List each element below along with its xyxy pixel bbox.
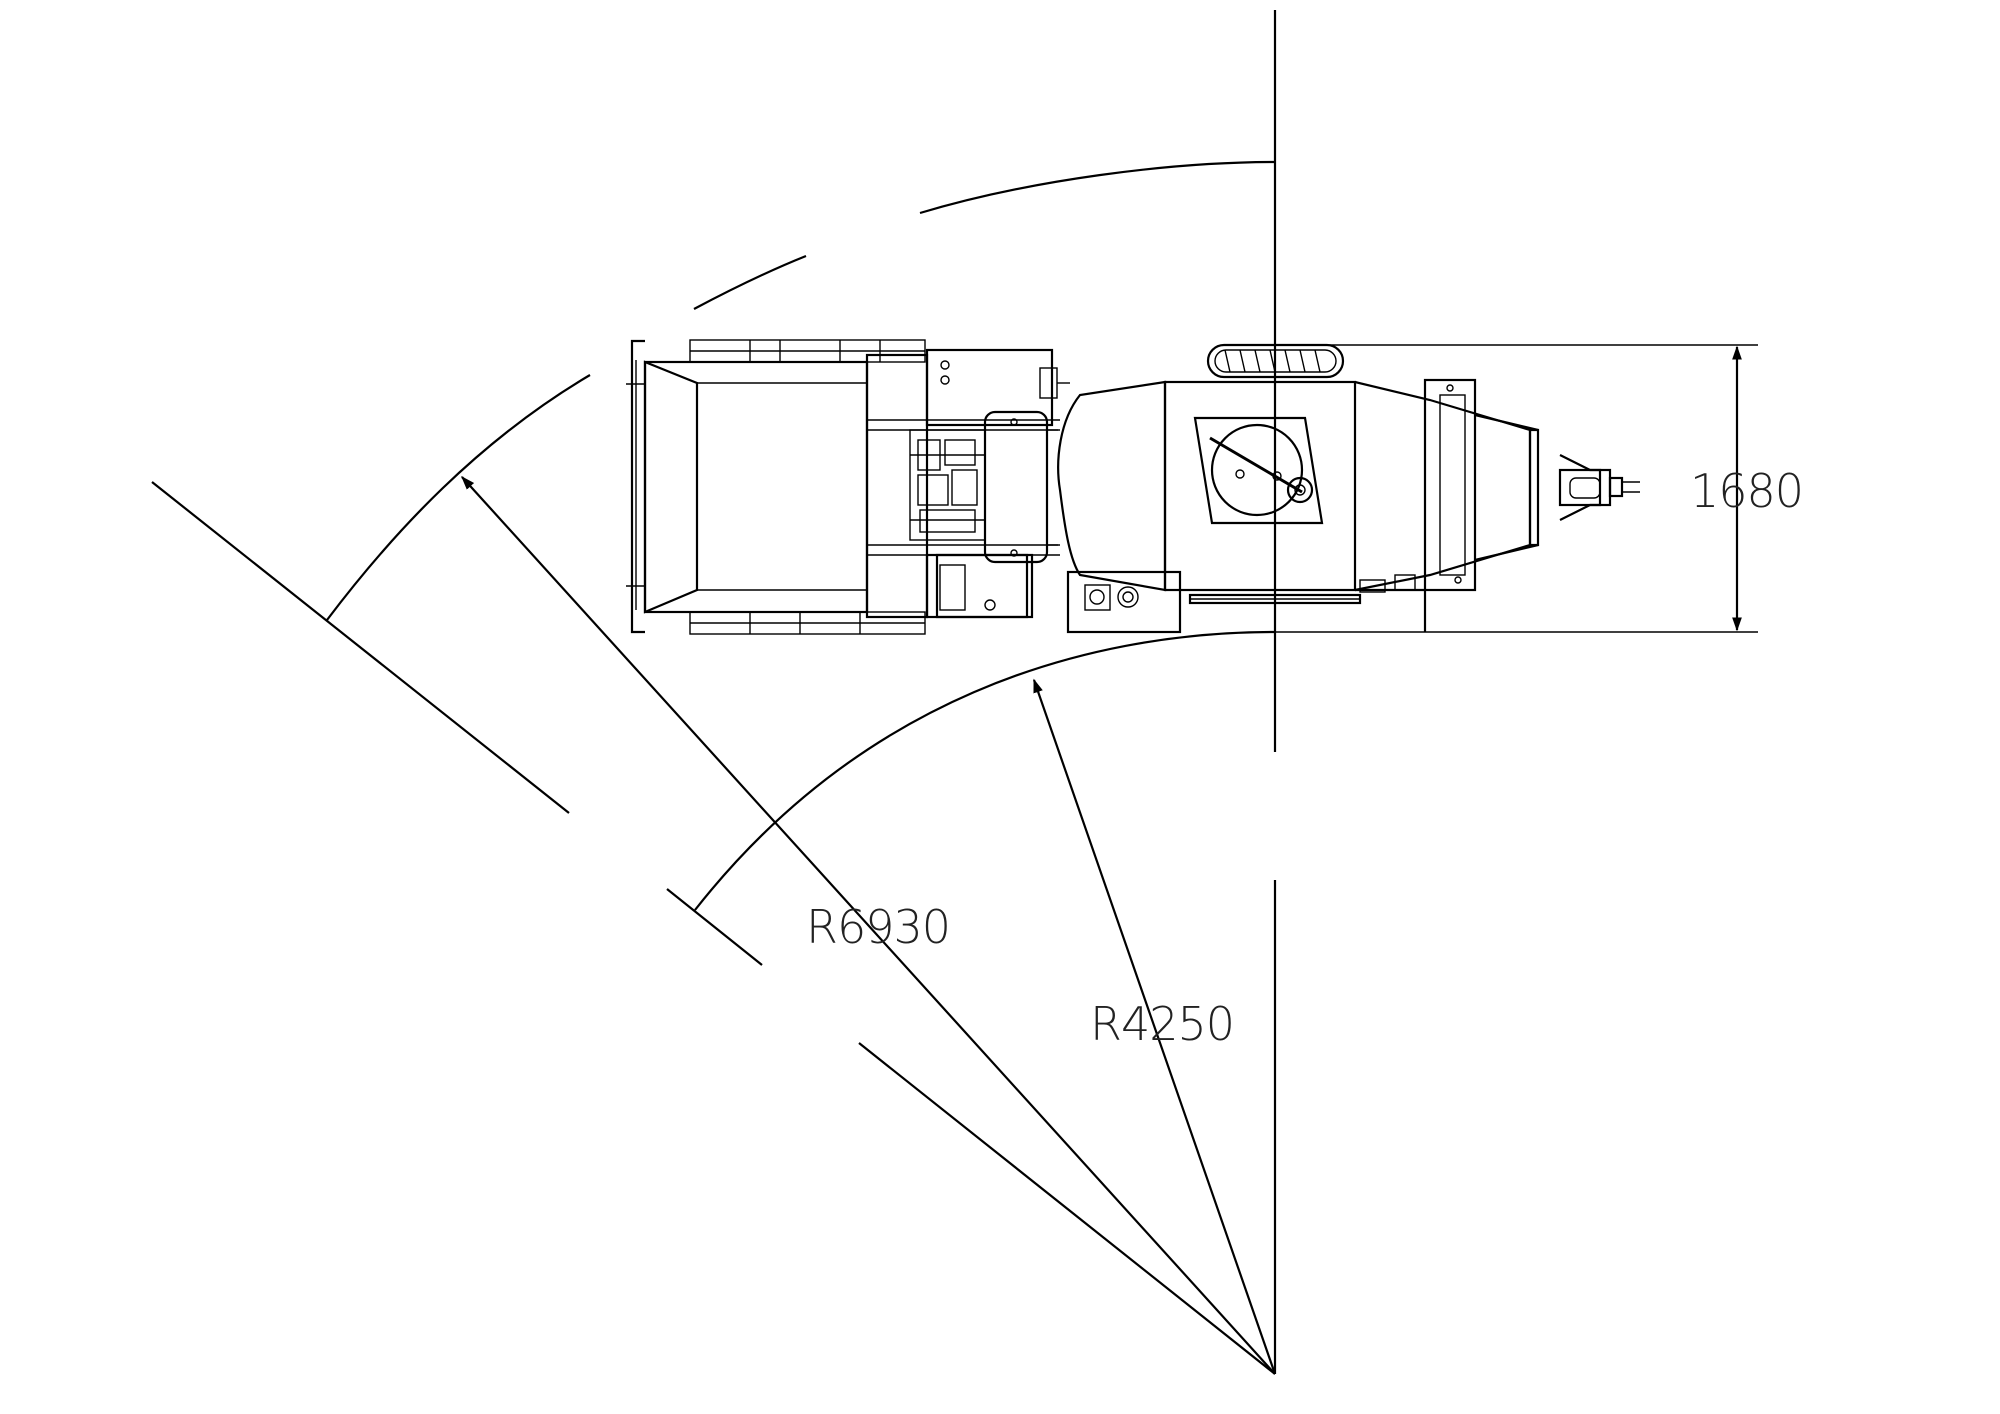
inner-radius-label: R4250: [1090, 997, 1234, 1051]
rear-frame: [1355, 574, 1427, 632]
vehicle-width-label: 1680: [1690, 464, 1803, 518]
lower-equipment: [935, 553, 1182, 634]
radial-lines: [151, 481, 1276, 1375]
outer-radial-line-a: [151, 481, 570, 814]
chassis: [865, 348, 1070, 619]
mixer-drum: [1057, 380, 1540, 605]
outer-radial-line-b: [666, 888, 763, 966]
hydraulic-tank: [983, 410, 1058, 564]
spare-tire: [1206, 343, 1345, 379]
outer-radius-label: R6930: [806, 900, 950, 954]
outer-arc: [326, 160, 1276, 621]
drum-hatch: [1193, 416, 1324, 525]
rear-discharge: [1423, 378, 1640, 592]
outer-radius-leader: [461, 475, 1276, 1375]
inner-arc: [694, 630, 1276, 911]
engine: [909, 429, 986, 541]
inner-radial-line-a: [858, 1042, 1276, 1375]
width-dimension: [1275, 344, 1758, 633]
front-bumper: [626, 339, 645, 634]
inner-radius-leader: [1032, 678, 1277, 1375]
vehicle-outline: [626, 339, 1640, 635]
radius-leaders: [461, 475, 1277, 1375]
cab: [643, 339, 926, 635]
